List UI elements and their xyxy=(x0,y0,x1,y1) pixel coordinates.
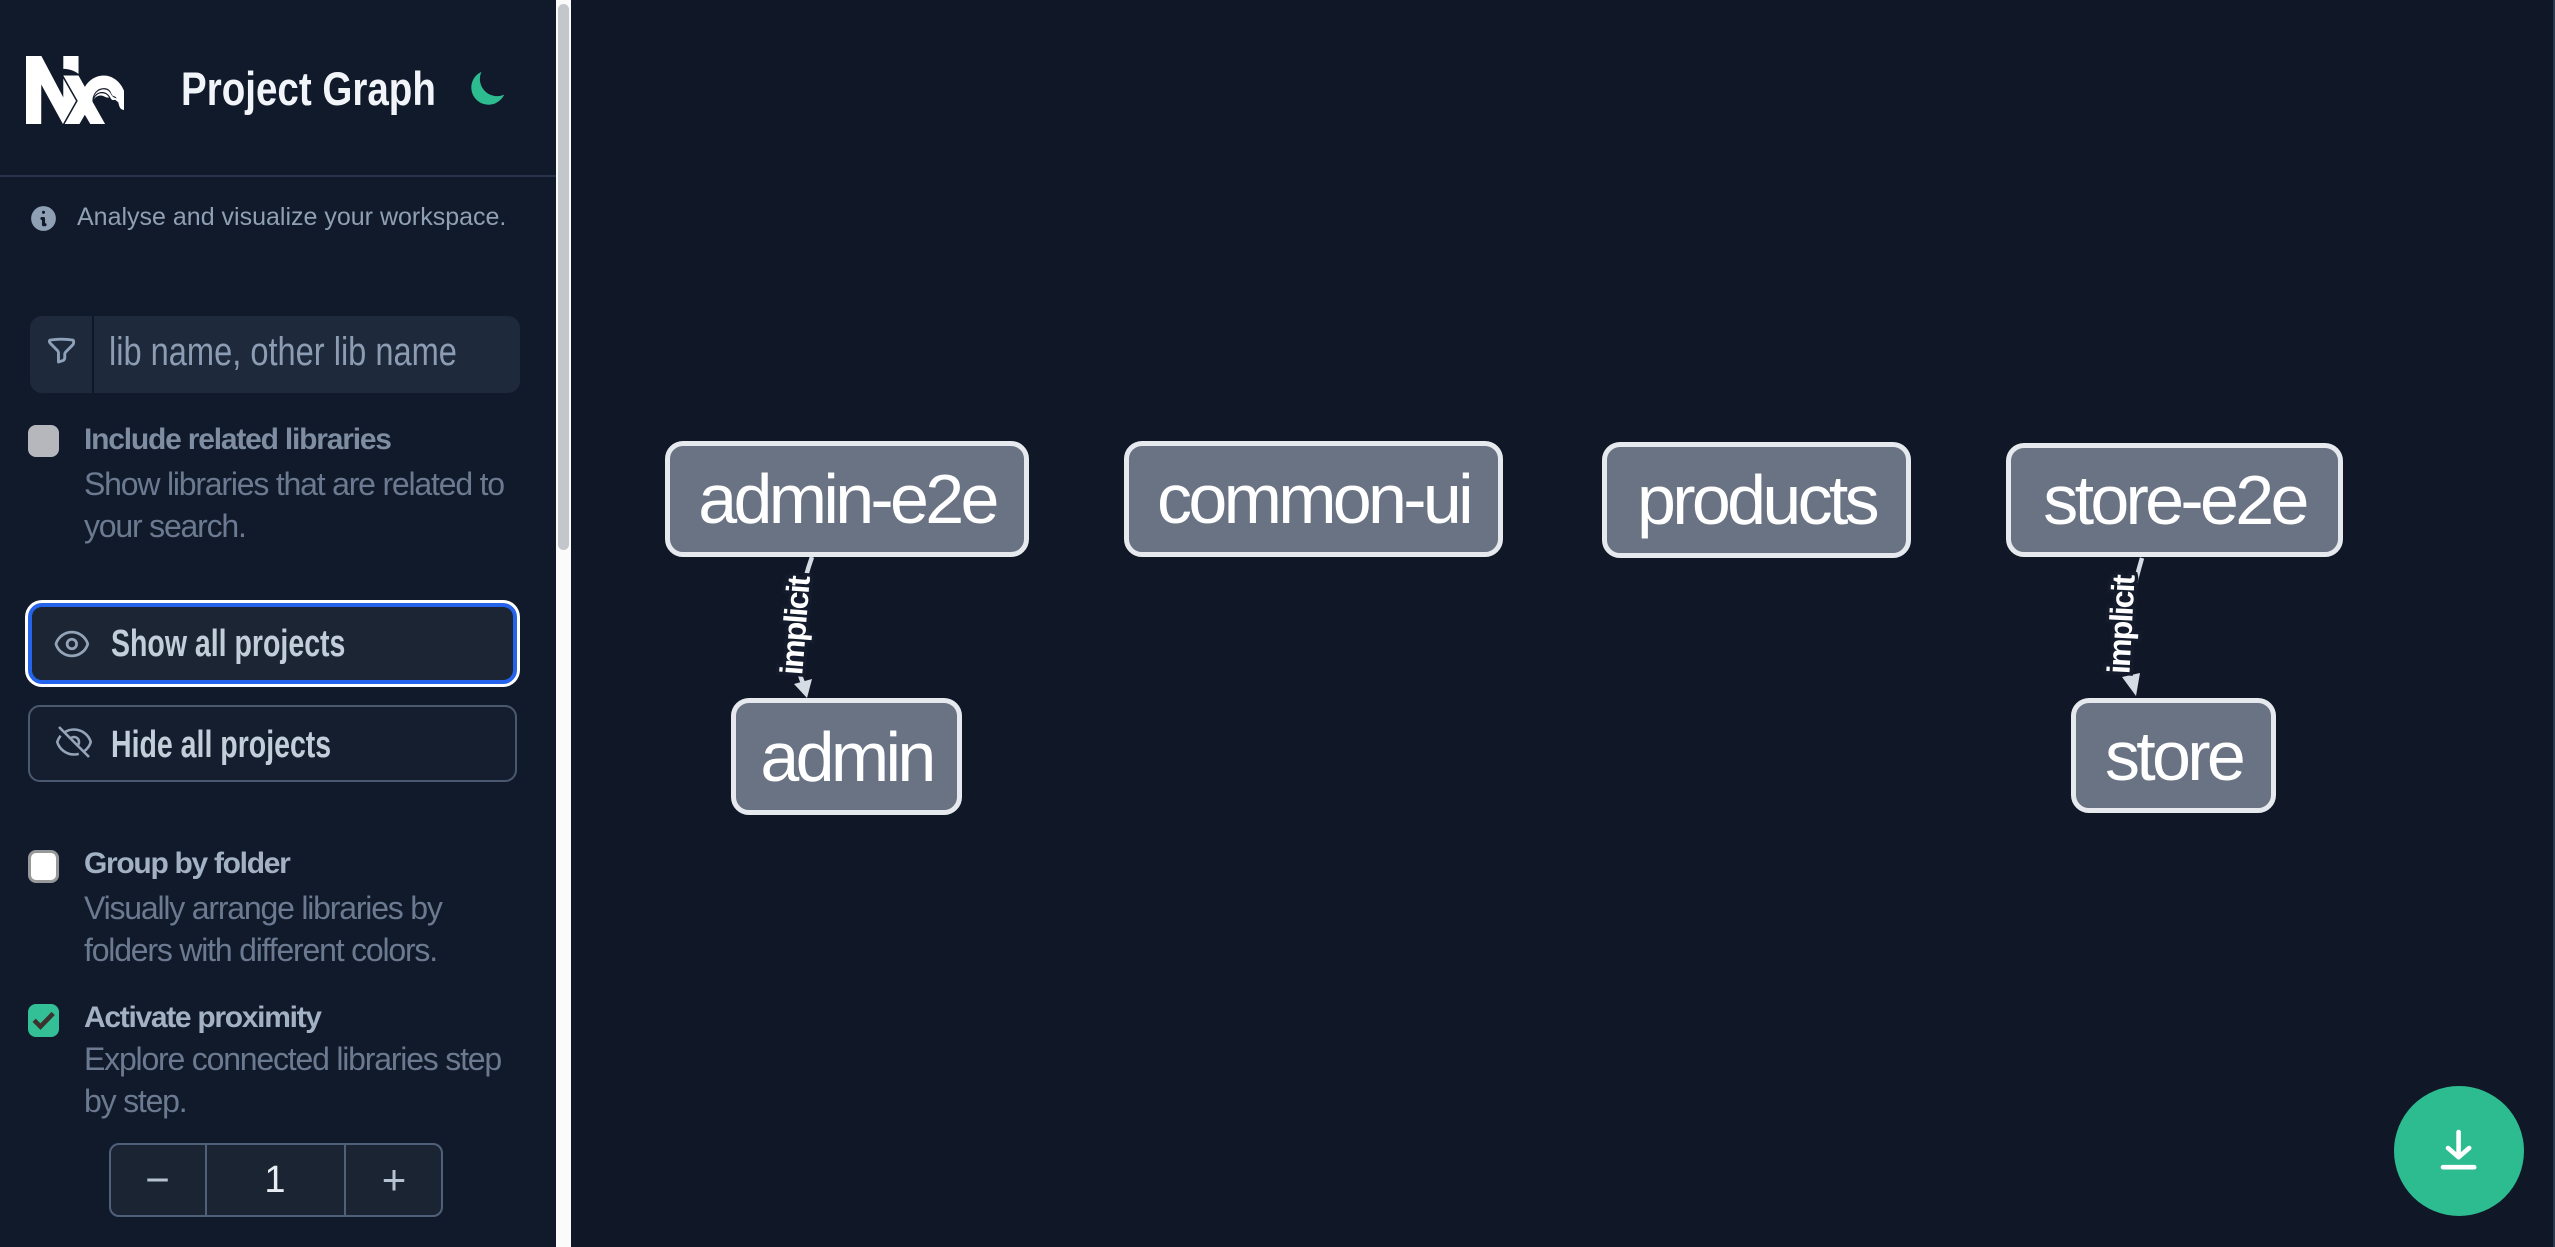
svg-text:implicit: implicit xyxy=(2100,573,2141,675)
svg-text:implicit: implicit xyxy=(773,574,817,676)
